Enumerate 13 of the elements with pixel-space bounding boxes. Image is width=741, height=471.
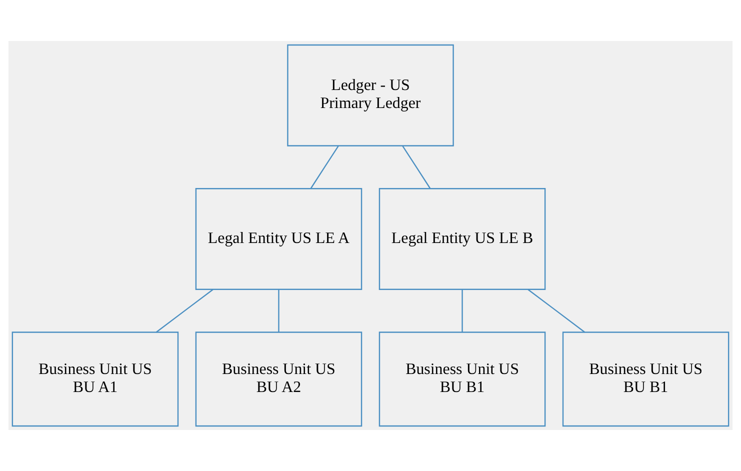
node-box: Business Unit US BU A1 xyxy=(12,332,179,427)
connector xyxy=(528,289,586,333)
node-box: Legal Entity US LE B xyxy=(378,188,546,290)
node-box: Business Unit US BU B1 xyxy=(378,332,546,427)
node-box: Business Unit US BU A2 xyxy=(195,332,362,427)
connector xyxy=(462,289,463,332)
node-box: Ledger - US Primary Ledger xyxy=(287,44,454,146)
node-box: Legal Entity US LE A xyxy=(195,188,362,290)
connector xyxy=(278,289,280,332)
connector xyxy=(156,289,214,333)
connector xyxy=(402,146,431,189)
node-box: Business Unit US BU B1 xyxy=(562,332,730,427)
connector xyxy=(310,146,339,189)
